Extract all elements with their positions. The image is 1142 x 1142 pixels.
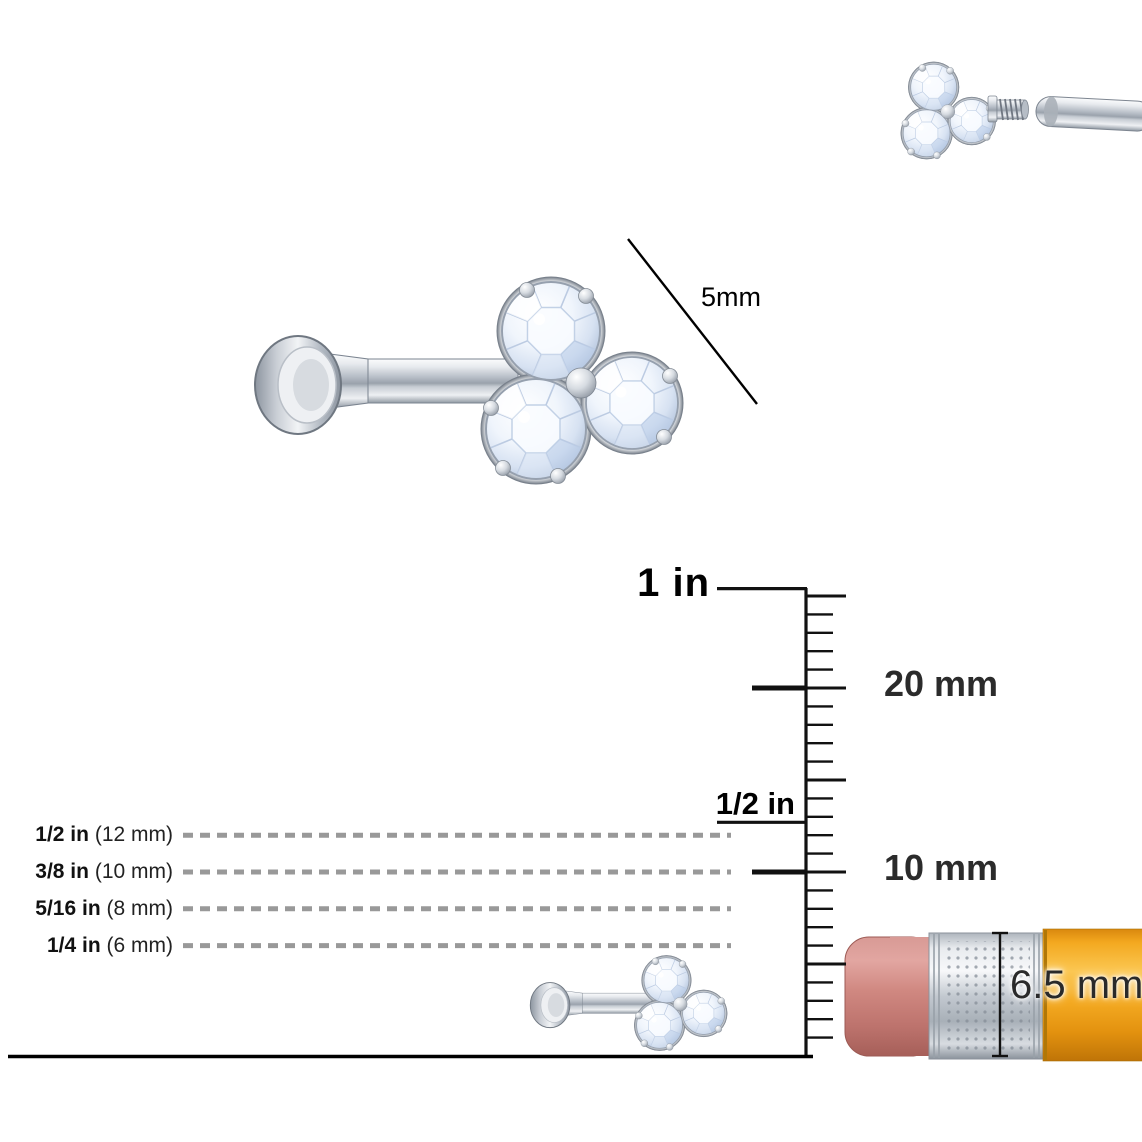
size-row-fraction: 1/2 in <box>35 823 89 846</box>
size-row-label-12mm: 1/2 in (12 mm) <box>35 822 173 848</box>
gauge-label: 6.5 mm <box>1010 963 1142 1007</box>
size-row-fraction: 1/4 in <box>46 934 101 957</box>
pencil-eraser <box>844 936 936 1057</box>
pencil-ferrule <box>928 932 1044 1060</box>
size-row-metric: (8 mm) <box>106 897 174 920</box>
trinity-gem-cluster <box>481 277 683 484</box>
ruler <box>717 587 846 1056</box>
threaded-screw-post <box>987 95 1029 123</box>
size-row-label-6mm: 1/4 in (6 mm) <box>47 933 173 959</box>
size-row-metric: (10 mm) <box>94 860 173 883</box>
size-row-label-8mm: 5/16 in (8 mm) <box>35 896 173 922</box>
dashed-length-lines <box>183 832 731 949</box>
size-row-fraction: 5/16 in <box>35 897 101 920</box>
size-row-metric: (12 mm) <box>94 823 173 846</box>
pencil <box>844 928 1142 1062</box>
ruler-label-half-inch: 1/2 in <box>715 786 795 821</box>
barbell-bar <box>1035 96 1142 132</box>
labret-stud-small <box>530 955 727 1050</box>
ruler-label-10mm: 10 mm <box>884 847 999 888</box>
ruler-label-20mm: 20 mm <box>884 663 999 704</box>
labret-stud-main <box>254 277 683 484</box>
pencil-body <box>1042 928 1142 1062</box>
gem-top-disassembled <box>901 62 1029 159</box>
size-row-label-10mm: 3/8 in (10 mm) <box>35 859 173 885</box>
gauge-measure-bracket <box>992 931 1008 1058</box>
gem-size-label: 5mm <box>701 282 761 312</box>
size-row-metric: (6 mm) <box>106 934 174 957</box>
flatback-disc <box>254 335 342 435</box>
size-row-fraction: 3/8 in <box>35 860 89 883</box>
gem-size-measure-line <box>627 238 758 405</box>
ruler-label-1in: 1 in <box>637 561 710 605</box>
